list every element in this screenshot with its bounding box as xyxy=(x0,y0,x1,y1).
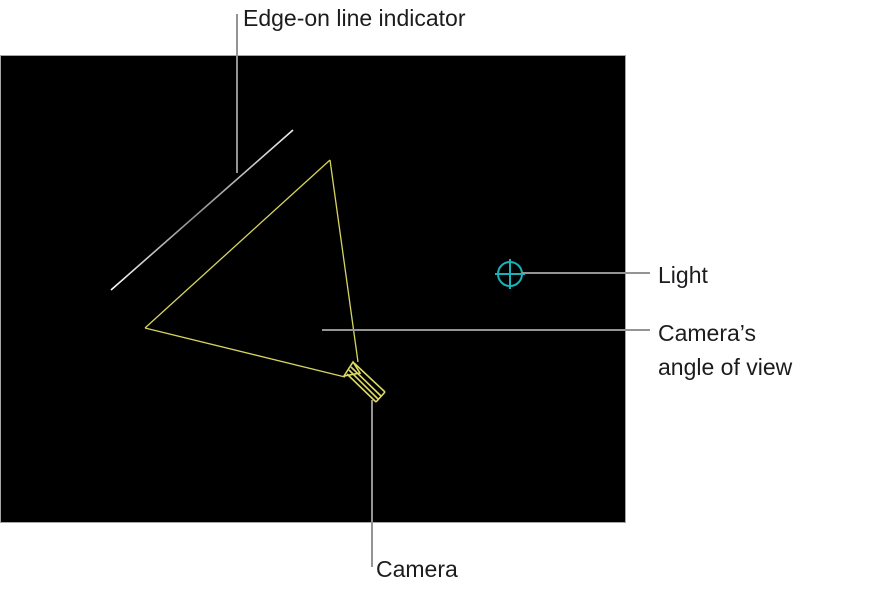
edge-on-line-indicator xyxy=(110,129,294,291)
camera-angle-of-view-label-line1: Camera’s xyxy=(658,320,756,346)
edge-on-callout-line xyxy=(236,14,238,173)
camera-wireframe-icon xyxy=(342,360,386,403)
camera-angle-of-view-outline xyxy=(144,159,359,378)
viewport-canvas xyxy=(0,55,626,523)
light-label: Light xyxy=(658,262,708,288)
camera-angle-of-view-label-line2: angle of view xyxy=(658,354,793,380)
light-callout-line xyxy=(522,272,650,274)
light-crosshair-icon xyxy=(495,259,525,289)
angle-of-view-callout-line xyxy=(322,329,650,331)
camera-angle-of-view-label: Camera’s angle of view xyxy=(658,316,858,384)
camera-label: Camera xyxy=(376,556,458,582)
viewport-graphics xyxy=(110,129,525,403)
edge-on-line-indicator-label: Edge-on line indicator xyxy=(243,5,466,31)
camera-callout-line xyxy=(371,400,373,567)
